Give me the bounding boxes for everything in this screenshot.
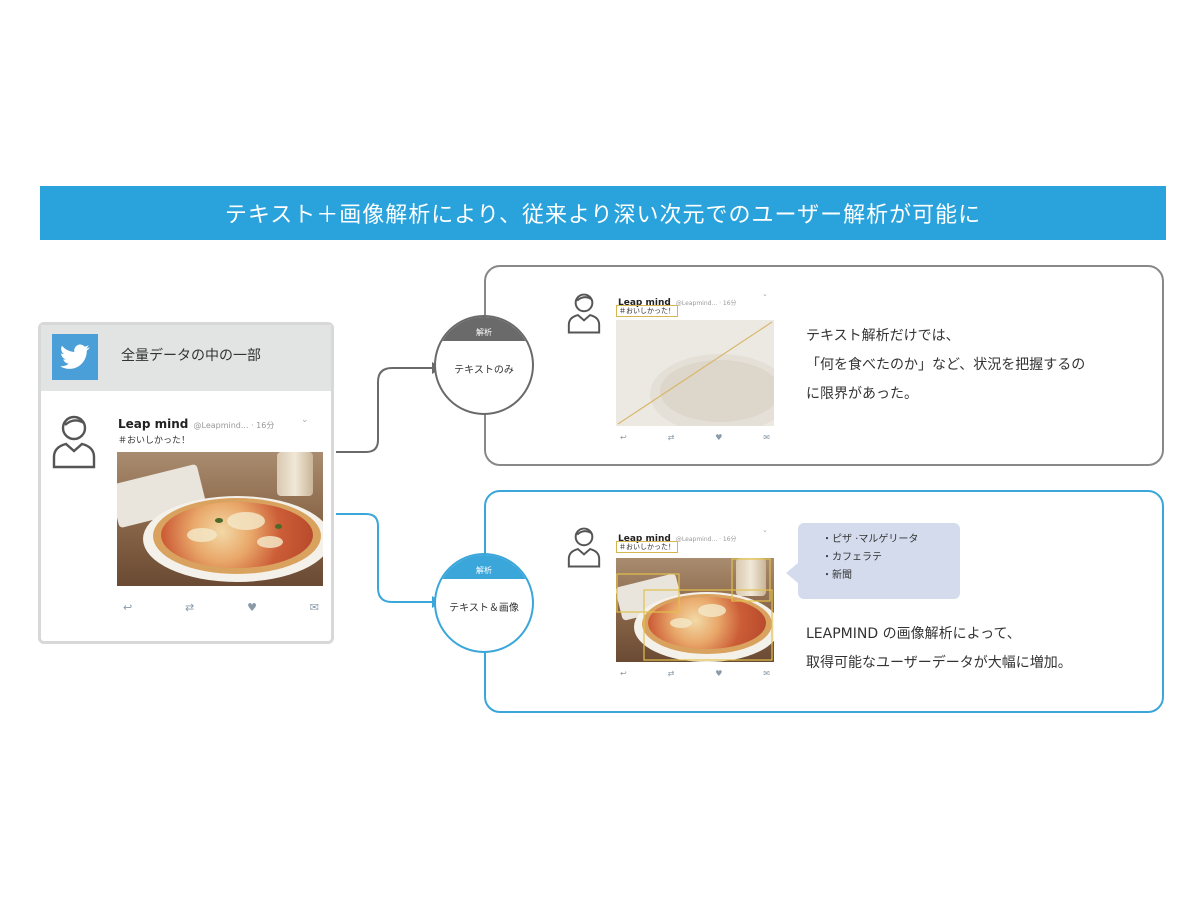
like-icon[interactable]: ♥ (715, 433, 723, 442)
detected-item: ・新聞 (822, 570, 852, 581)
node-caption: 解析 (436, 317, 532, 341)
description-line: 「何を食べたのか」など、状況を把握するの (806, 357, 1086, 373)
text-image-tweet: Leap mind @Leapmind... · 16分 ⌄ ＃おいしかった！ … (566, 524, 776, 682)
reply-icon[interactable]: ↩ (620, 669, 627, 678)
source-card-label: 全量データの中の一部 (121, 348, 261, 364)
chevron-down-icon[interactable]: ⌄ (301, 415, 309, 425)
reply-icon[interactable]: ↩ (620, 433, 627, 442)
arrow-to-text-image (336, 513, 432, 603)
tweet-author-handle: @Leapmind... · 16分 (675, 536, 737, 543)
retweet-icon[interactable]: ⇄ (667, 669, 675, 678)
tweet-author-name: Leap mind (618, 298, 671, 308)
tweet-author-name: Leap mind (118, 417, 189, 431)
text-only-description: テキスト解析だけでは、 「何を食べたのか」など、状況を把握するの に限界があった… (806, 322, 1085, 409)
tweet-actions: ↩ ⇄ ♥ ✉ (620, 433, 770, 442)
tweet-author-handle: @Leapmind... · 16分 (193, 421, 275, 430)
message-icon[interactable]: ✉ (763, 433, 770, 442)
tweet-text: ＃おいしかった！ (616, 305, 678, 317)
text-only-tweet: Leap mind @Leapmind... · 16分 ⌄ ＃おいしかった！ … (566, 290, 776, 445)
faded-pizza-photo (616, 320, 774, 426)
analyzed-pizza-photo (616, 558, 774, 662)
retweet-icon[interactable]: ⇄ (185, 601, 195, 614)
user-avatar-icon (566, 290, 602, 334)
chevron-down-icon[interactable]: ⌄ (762, 526, 768, 534)
like-icon[interactable]: ♥ (247, 601, 257, 614)
message-icon[interactable]: ✉ (309, 601, 319, 614)
user-avatar-icon (51, 411, 97, 469)
description-line: に限界があった。 (806, 386, 918, 402)
reply-icon[interactable]: ↩ (123, 601, 133, 614)
text-image-description: LEAPMIND の画像解析によって、 取得可能なユーザーデータが大幅に増加。 (806, 620, 1072, 678)
node-label: テキスト＆画像 (449, 603, 519, 614)
panel-text-only (484, 265, 1164, 466)
like-icon[interactable]: ♥ (715, 669, 723, 678)
message-icon[interactable]: ✉ (763, 669, 770, 678)
crossed-out-mark (617, 321, 773, 425)
detection-boxes (616, 558, 773, 661)
tweet-actions: ↩ ⇄ ♥ ✉ (620, 669, 770, 678)
source-tweet: Leap mind @Leapmind... · 16分 ⌄ ＃おいしかった！ … (51, 409, 323, 619)
description-line: LEAPMIND の画像解析によって、 (806, 626, 1021, 642)
tweet-author-name: Leap mind (618, 534, 671, 544)
description-line: テキスト解析だけでは、 (806, 328, 960, 344)
header-banner: テキスト＋画像解析により、従来より深い次元でのユーザー解析が可能に (40, 186, 1166, 240)
detected-items-bubble: ・ピザ ·マルゲリータ ・カフェラテ ・新聞 (786, 523, 960, 599)
header-title: テキスト＋画像解析により、従来より深い次元でのユーザー解析が可能に (224, 203, 982, 228)
pizza-photo (117, 452, 323, 586)
node-label: テキストのみ (454, 365, 514, 376)
twitter-bird-icon (52, 334, 98, 380)
text-only-node: 解析 テキストのみ (434, 315, 534, 415)
user-avatar-icon (566, 524, 602, 568)
source-card-header: 全量データの中の一部 (41, 325, 331, 391)
retweet-icon[interactable]: ⇄ (667, 433, 675, 442)
node-caption: 解析 (436, 555, 532, 579)
arrow-to-text-only (336, 367, 432, 453)
tweet-text: ＃おいしかった！ (118, 436, 191, 446)
detected-item: ・カフェラテ (822, 552, 882, 563)
detected-item: ・ピザ ·マルゲリータ (822, 534, 919, 545)
tweet-actions: ↩ ⇄ ♥ ✉ (123, 601, 319, 614)
description-line: 取得可能なユーザーデータが大幅に増加。 (806, 655, 1072, 671)
text-image-node: 解析 テキスト＆画像 (434, 553, 534, 653)
tweet-author-handle: @Leapmind... · 16分 (675, 300, 737, 307)
source-card: 全量データの中の一部 Leap mind @Leapmind... · 16分 … (38, 322, 334, 644)
tweet-text: ＃おいしかった！ (616, 541, 678, 553)
chevron-down-icon[interactable]: ⌄ (762, 290, 768, 298)
